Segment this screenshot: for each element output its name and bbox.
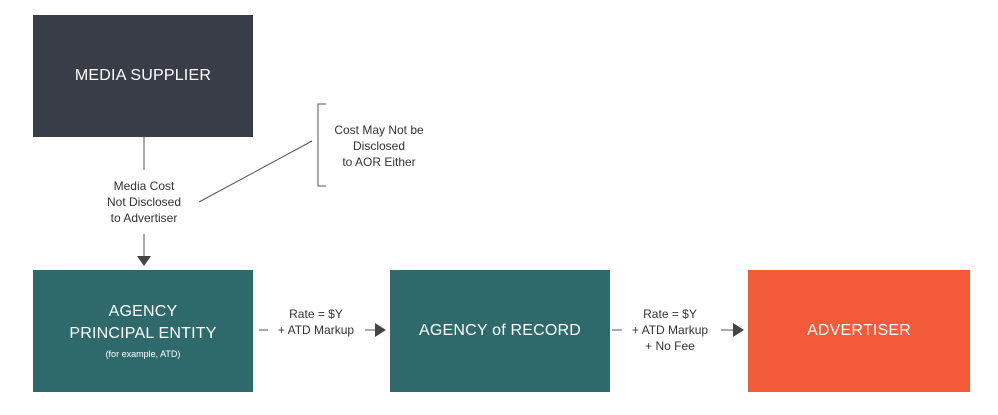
agency-of-record-box: AGENCY of RECORD (390, 270, 610, 392)
principal-to-aor-arrowhead (375, 323, 386, 337)
rate-to-aor-label: Rate = $Y + ATD Markup (266, 306, 366, 338)
media-cost-line3: to Advertiser (110, 211, 178, 225)
principal-subtitle: (for example, ATD) (105, 349, 181, 359)
cost-disclosure-line1: Cost May Not be (334, 123, 424, 137)
rate-to-adv-line2: + ATD Markup (631, 323, 709, 337)
principal-title-line1: AGENCY (108, 303, 178, 320)
media-supplier-title: MEDIA SUPPLIER (74, 67, 212, 84)
aor-to-advertiser-arrowhead (733, 323, 744, 337)
principal-title-line2: PRINCIPAL ENTITY (69, 325, 217, 342)
media-cost-label: Media Cost Not Disclosed to Advertiser (94, 178, 194, 226)
advertiser-box: ADVERTISER (748, 270, 970, 392)
bracket-line (317, 103, 326, 187)
aor-title: AGENCY of RECORD (418, 322, 582, 339)
media-supplier-box: MEDIA SUPPLIER (33, 15, 253, 137)
rate-to-advertiser-label: Rate = $Y + ATD Markup + No Fee (620, 306, 720, 354)
cost-disclosure-label: Cost May Not be Disclosed to AOR Either (324, 122, 434, 170)
cost-disclosure-line2: Disclosed (352, 139, 406, 153)
cost-disclosure-line3: to AOR Either (342, 155, 416, 169)
media-cost-line1: Media Cost (113, 179, 175, 193)
rate-to-adv-line1: Rate = $Y (643, 307, 697, 321)
media-cost-line2: Not Disclosed (106, 195, 182, 209)
down-arrowhead (137, 256, 151, 266)
rate-to-aor-line2: + ATD Markup (277, 323, 355, 337)
diagonal-pointer-line (198, 140, 313, 203)
advertiser-title: ADVERTISER (807, 322, 911, 339)
rate-to-aor-line1: Rate = $Y (289, 307, 343, 321)
rate-to-adv-line3: + No Fee (645, 339, 695, 353)
agency-principal-entity-box: AGENCY PRINCIPAL ENTITY (for example, AT… (33, 270, 253, 392)
